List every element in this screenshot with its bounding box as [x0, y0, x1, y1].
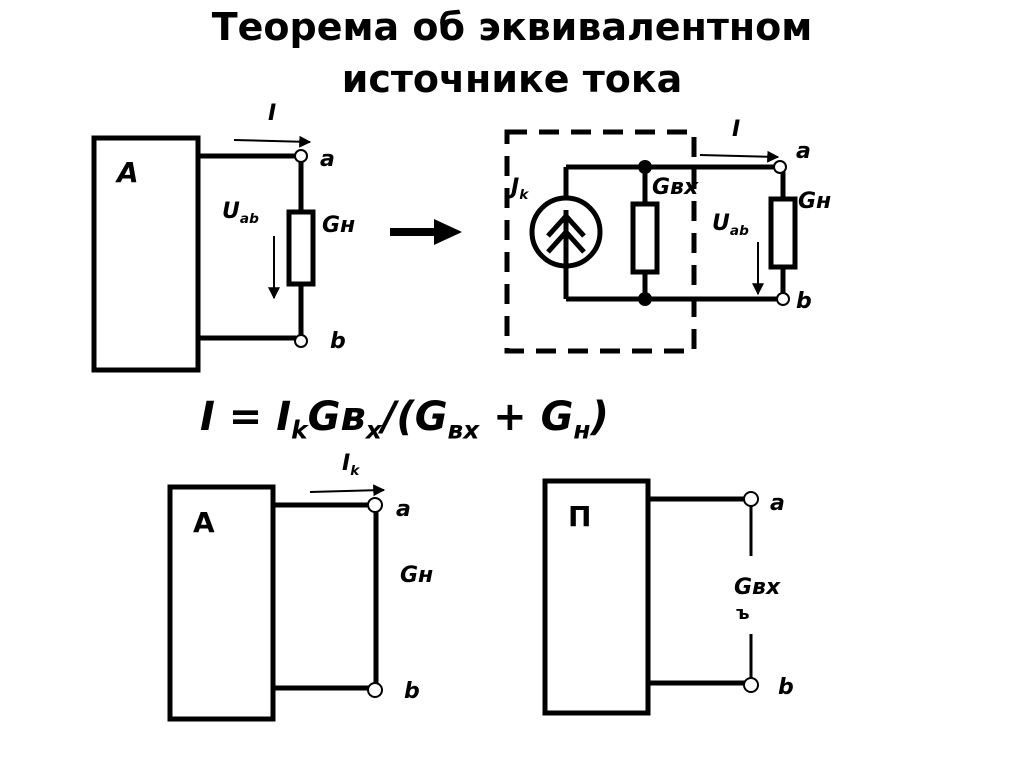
- conductance-label: Gвх: [734, 575, 781, 600]
- internal-conductance-label: Gвх: [652, 175, 699, 200]
- terminal-a: [773, 160, 787, 174]
- current-arrow: [699, 150, 780, 163]
- node-b-label: b: [330, 329, 346, 354]
- transform-arrow-head: [434, 219, 462, 245]
- equivalent-dashed-box: [504, 129, 697, 354]
- passive-network-box: [542, 478, 651, 716]
- terminal-a: [294, 149, 308, 163]
- current-label: I: [268, 101, 277, 126]
- internal-conductance-resistor: [630, 201, 660, 275]
- junction-bottom: [638, 292, 652, 306]
- node-a-label: a: [320, 147, 335, 172]
- junction-top: [638, 160, 652, 174]
- current-arrow: [233, 135, 312, 148]
- title-line-1: Теорема об эквивалентном: [211, 5, 813, 49]
- source-label: Jk: [511, 175, 529, 203]
- node-a-label: a: [770, 491, 785, 516]
- current-arrow: [309, 484, 386, 497]
- top-right-circuit: [504, 129, 798, 354]
- node-a-label: a: [796, 139, 811, 164]
- node-b-label: b: [796, 289, 812, 314]
- voltage-label: Uab: [712, 211, 749, 239]
- load-resistor: [286, 209, 316, 287]
- node-b-label: b: [404, 679, 420, 704]
- bottom-left-circuit: [167, 484, 386, 722]
- top-left-circuit: [91, 135, 316, 373]
- box-label-a: A: [117, 156, 139, 189]
- load-label: Gн: [400, 563, 434, 588]
- terminal-b: [294, 334, 308, 348]
- terminal-b: [776, 292, 790, 306]
- node-a-label: a: [396, 497, 411, 522]
- current-label: I: [732, 117, 741, 142]
- terminal-a: [743, 491, 759, 507]
- network-box-a: [91, 135, 201, 373]
- load-resistor: [768, 196, 798, 270]
- bottom-right-circuit: [542, 478, 759, 716]
- terminal-b: [367, 682, 383, 698]
- terminal-b: [743, 677, 759, 693]
- conductance-extra: ъ: [736, 603, 750, 624]
- load-label: Gн: [798, 189, 832, 214]
- terminal-a: [367, 497, 383, 513]
- title-line-2: источнике тока: [341, 57, 683, 101]
- box-label-p: П: [568, 500, 592, 533]
- node-b-label: b: [778, 675, 794, 700]
- current-label: Ik: [342, 451, 360, 479]
- box-label-a: A: [193, 506, 215, 539]
- load-label: Gн: [322, 213, 356, 238]
- network-box-a: [167, 484, 276, 722]
- voltage-label: Uab: [222, 199, 259, 227]
- current-source-icon: [529, 195, 603, 269]
- formula: I = IkGвх/(Gвх + Gн): [200, 394, 609, 445]
